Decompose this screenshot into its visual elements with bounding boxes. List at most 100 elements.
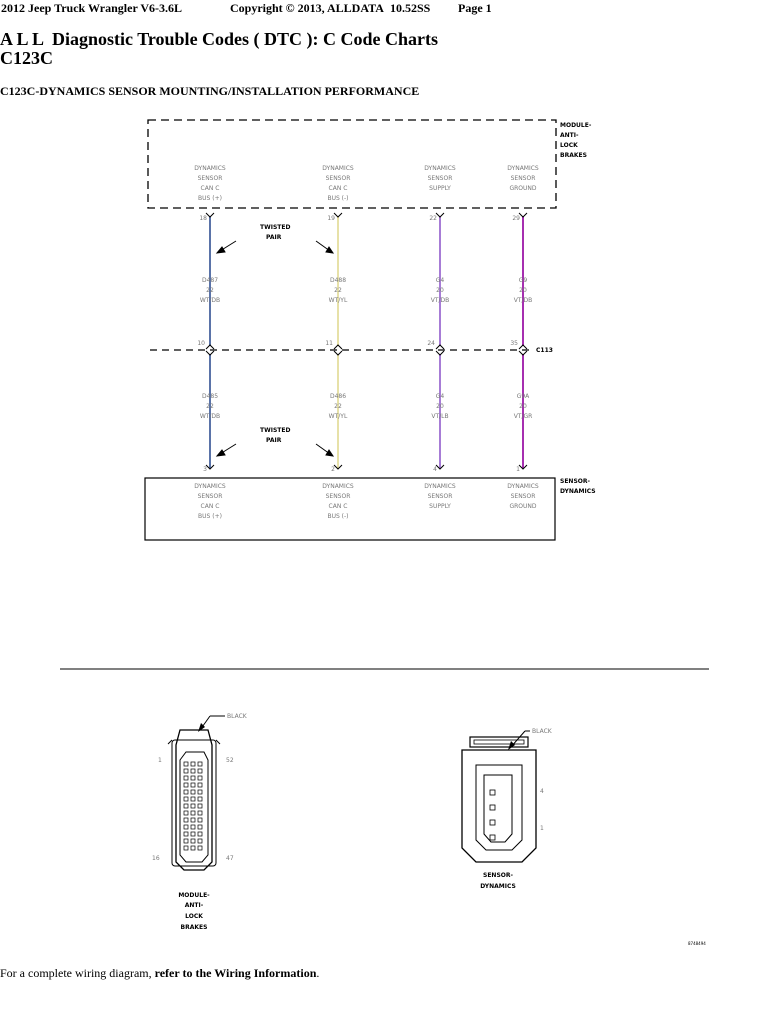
module-pin-description: DYNAMICS — [194, 165, 226, 172]
sensor-pin-description: CAN C — [329, 503, 348, 510]
connector-pin-number: 11 — [325, 340, 333, 347]
lower-wire-code: WT/YL — [329, 413, 348, 420]
abs-pin-cavity — [183, 824, 189, 830]
terminal-chevron — [205, 344, 215, 350]
twisted-pair-arrows — [215, 240, 335, 457]
upper-wire-code: 20 — [519, 287, 527, 294]
lower-wire-code: VT/LB — [431, 413, 448, 420]
module-pin-description: SENSOR — [198, 175, 223, 182]
connector-pin-number: 35 — [510, 340, 518, 347]
abs-pin-cavity — [183, 845, 189, 851]
abs-connector-label-2: ANTI- — [185, 902, 204, 909]
sensor-box — [144, 477, 556, 541]
abs-pin-cavity — [190, 824, 196, 830]
sensor-pin-description: DYNAMICS — [424, 483, 456, 490]
sensor-connector-face — [461, 736, 537, 863]
sensor-pin-description: SENSOR — [326, 493, 351, 500]
module-label-4: BRAKES — [560, 152, 587, 159]
abs-pin-cavity — [190, 761, 196, 767]
twisted-pair-lower-1: TWISTED — [260, 427, 290, 434]
sensor-label-1: SENSOR- — [560, 478, 590, 485]
module-pin-description: GROUND — [509, 185, 536, 192]
connector-pin-number: 24 — [427, 340, 435, 347]
abs-pin-cavity — [190, 789, 196, 795]
twisted-pair-upper-2: PAIR — [266, 234, 282, 241]
page-title: A L L Diagnostic Trouble Codes ( DTC ): … — [0, 30, 438, 68]
upper-wire-code: D487 — [202, 277, 218, 284]
sensor-pin-number: 4 — [433, 466, 437, 473]
abs-pin-cavity — [197, 796, 203, 802]
wiring-info-link[interactable]: refer to the Wiring Information — [154, 966, 317, 980]
abs-pin-cavity — [197, 838, 203, 844]
lower-wire-code: 20 — [519, 403, 527, 410]
abs-pin-cavity — [190, 768, 196, 774]
abs-connector-label-1: MODULE- — [178, 892, 210, 899]
upper-wire-code: G9 — [519, 277, 528, 284]
abs-pin-cavity — [183, 796, 189, 802]
abs-pin-cavity — [197, 831, 203, 837]
abs-pin-cavity — [197, 817, 203, 823]
terminal-chevron — [333, 212, 343, 218]
terminal-chevron — [518, 350, 528, 356]
sensor-pin-description: SENSOR — [428, 493, 453, 500]
lower-wire-code: 20 — [436, 403, 444, 410]
footer-note: For a complete wiring diagram, refer to … — [0, 966, 319, 981]
sensor-connector-label-1: SENSOR- — [483, 872, 513, 879]
upper-wire-code: VT/DB — [431, 297, 450, 304]
terminal-chevron — [435, 464, 445, 470]
abs-pin-cavity — [197, 789, 203, 795]
sensor-pin-description: SENSOR — [511, 493, 536, 500]
lower-wire-code: G4 — [436, 393, 445, 400]
sensor-connector-label-2: DYNAMICS — [480, 883, 516, 890]
abs-pin-cavity — [197, 803, 203, 809]
abs-connector-label-4: BRAKES — [181, 924, 208, 931]
abs-pin-cavity — [197, 845, 203, 851]
terminal-chevron — [333, 464, 343, 470]
module-label-3: LOCK — [560, 142, 578, 149]
figure-id: 8748494 — [688, 941, 706, 946]
terminal-chevron — [518, 212, 528, 218]
module-pin-description: SENSOR — [511, 175, 536, 182]
terminal-chevron — [435, 350, 445, 356]
lower-wire-code: G9A — [517, 393, 530, 400]
terminal-chevron — [205, 464, 215, 470]
footer-end: . — [316, 966, 320, 980]
sensor-pin-description: DYNAMICS — [507, 483, 539, 490]
abs-pin-cavity — [190, 810, 196, 816]
module-pin-number: 22 — [429, 215, 437, 222]
abs-pin-cavity — [190, 803, 196, 809]
sensor-pin-description: DYNAMICS — [194, 483, 226, 490]
abs-connector-face — [167, 729, 221, 871]
abs-pin-first: 1 — [158, 757, 162, 764]
abs-pin-cavity — [190, 838, 196, 844]
title-line-1: A L L Diagnostic Trouble Codes ( DTC ): … — [0, 29, 439, 49]
abs-pin-cavity — [197, 824, 203, 830]
sensor-pin-number: 1 — [516, 466, 520, 473]
abs-pin-cavity — [190, 817, 196, 823]
sensor-label-2: DYNAMICS — [560, 488, 596, 495]
sensor-connector-color: BLACK — [532, 728, 553, 735]
footer-text: For a complete wiring diagram, — [0, 966, 155, 980]
terminal-chevron — [435, 344, 445, 350]
twisted-pair-upper-1: TWISTED — [260, 224, 290, 231]
upper-wire-code: WT/YL — [329, 297, 348, 304]
abs-pin-cavity — [183, 768, 189, 774]
sensor-pin-number: 3 — [203, 466, 207, 473]
lower-wire-code: VT/GR — [514, 413, 533, 420]
dtc-subtitle: C123C-DYNAMICS SENSOR MOUNTING/INSTALLAT… — [0, 84, 420, 98]
module-pin-description: DYNAMICS — [507, 165, 539, 172]
terminal-chevron — [518, 464, 528, 470]
sensor-pin-description: BUS (-) — [327, 513, 348, 520]
abs-pin-cavity — [190, 845, 196, 851]
module-label-1: MODULE- — [560, 122, 592, 129]
upper-wire-code: 22 — [206, 287, 214, 294]
version: 10.52SS — [390, 1, 431, 15]
sensor-pin-description: CAN C — [201, 503, 220, 510]
abs-pin-cavity — [183, 810, 189, 816]
page-number: Page 1 — [458, 1, 492, 15]
upper-wire-code: VT/DB — [514, 297, 533, 304]
abs-connector-color: BLACK — [227, 713, 248, 720]
upper-wire-code: D488 — [330, 277, 346, 284]
lower-wire-code: D486 — [330, 393, 346, 400]
